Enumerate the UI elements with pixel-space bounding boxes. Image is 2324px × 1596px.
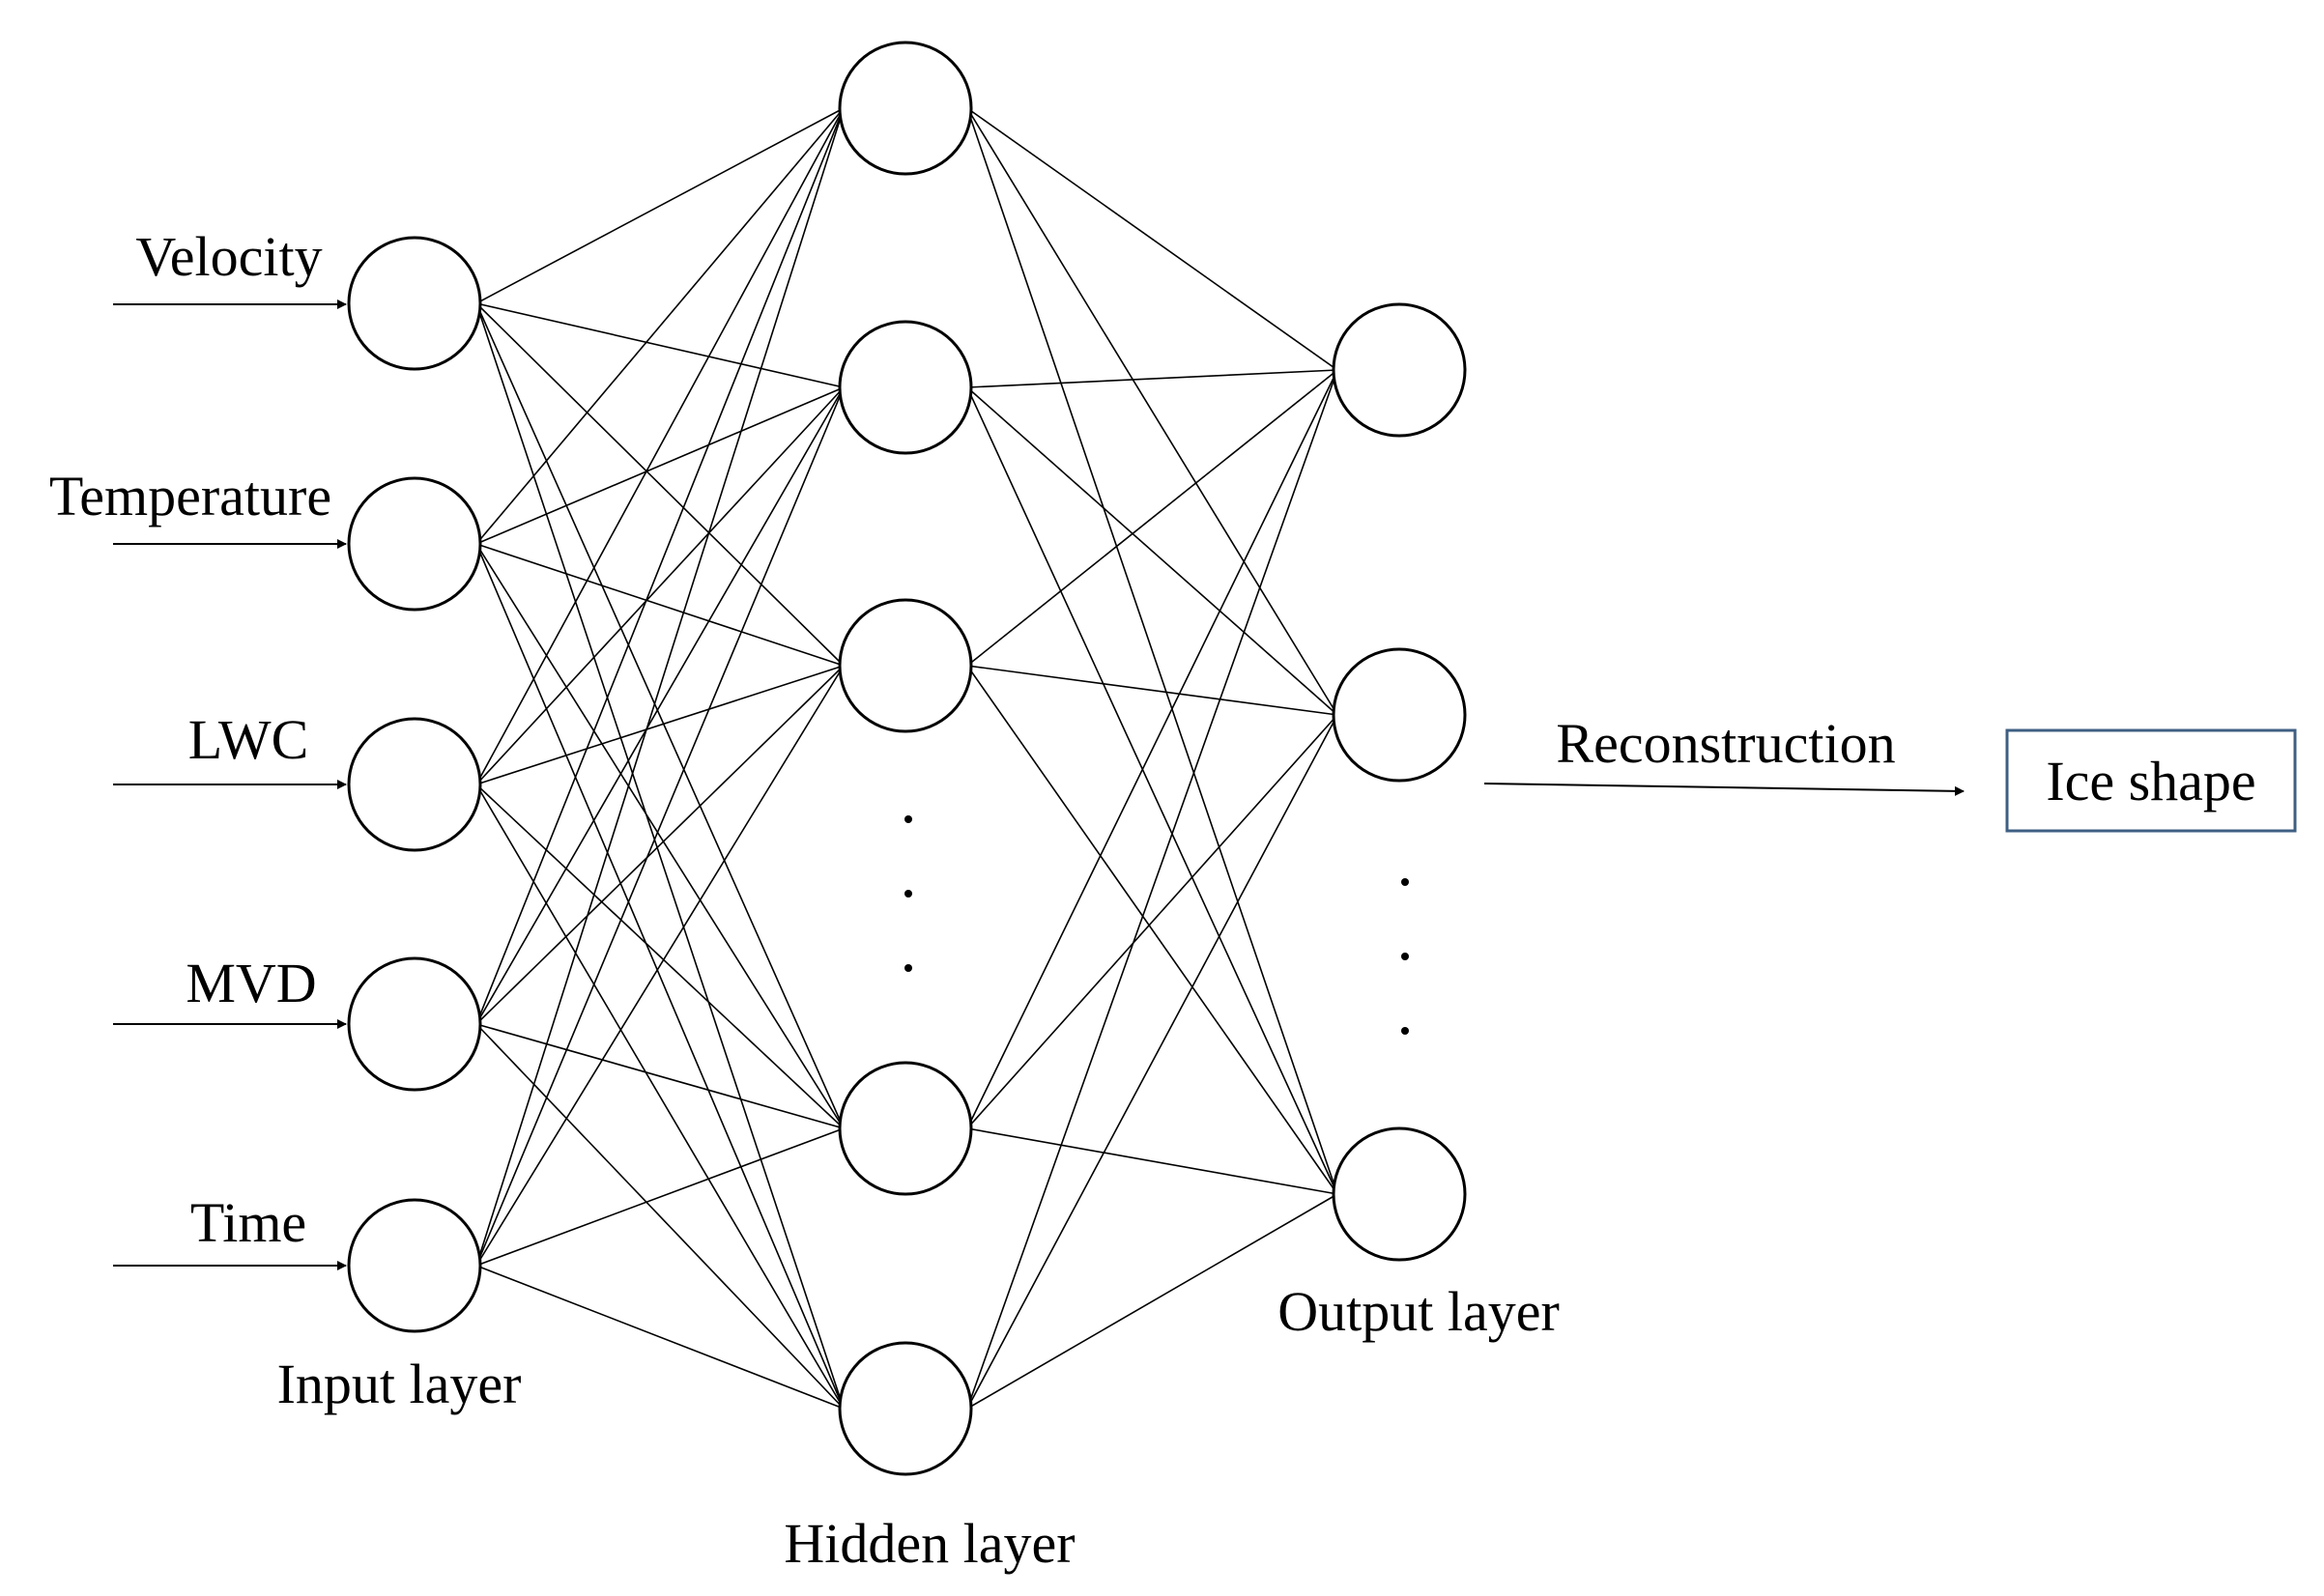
connection-line bbox=[966, 665, 1338, 716]
input-node bbox=[347, 956, 482, 1092]
connection-line bbox=[966, 386, 1338, 1195]
ellipsis-dot bbox=[904, 890, 912, 898]
input-layer bbox=[347, 236, 482, 1333]
connection-line bbox=[475, 302, 845, 667]
connection-line bbox=[475, 543, 845, 1410]
input-node bbox=[347, 476, 482, 612]
input-labels: Velocity Temperature LWC MVD Time bbox=[49, 225, 331, 1254]
connection-line bbox=[475, 543, 845, 1129]
input-label-mvd: MVD bbox=[186, 952, 316, 1014]
connection-line bbox=[475, 107, 845, 304]
connection-line bbox=[475, 107, 845, 545]
reconstruction-arrow bbox=[1483, 783, 1965, 796]
input-arrows bbox=[113, 299, 347, 1270]
ellipsis-dot bbox=[1401, 1027, 1409, 1035]
connection-line bbox=[966, 1193, 1338, 1410]
hidden-layer-label: Hidden layer bbox=[784, 1512, 1075, 1575]
output-layer bbox=[1332, 302, 1467, 1262]
output-layer-label: Output layer bbox=[1277, 1280, 1560, 1343]
connection-line bbox=[966, 107, 1338, 1195]
connection-line bbox=[475, 1023, 845, 1410]
hidden-ellipsis bbox=[904, 815, 912, 972]
hidden-node bbox=[838, 320, 973, 455]
connection-line bbox=[475, 1127, 845, 1267]
input-node bbox=[347, 236, 482, 371]
connection-line bbox=[475, 665, 845, 1267]
input-node bbox=[347, 717, 482, 852]
connection-line bbox=[966, 107, 1338, 371]
hidden-node bbox=[838, 41, 973, 176]
input-label-velocity: Velocity bbox=[135, 225, 322, 288]
input-label-time: Time bbox=[190, 1191, 306, 1254]
connection-line bbox=[475, 302, 845, 1129]
output-node bbox=[1332, 647, 1467, 783]
connections bbox=[475, 107, 1338, 1410]
connection-line bbox=[475, 107, 845, 785]
connection-line bbox=[966, 107, 1338, 716]
ellipsis-dot bbox=[904, 964, 912, 972]
connection-line bbox=[475, 386, 845, 1025]
connection-line bbox=[966, 1127, 1338, 1195]
connection-line bbox=[475, 107, 845, 1267]
connection-line bbox=[966, 369, 1338, 667]
connection-line bbox=[475, 665, 845, 1025]
output-node bbox=[1332, 302, 1467, 438]
input-layer-label: Input layer bbox=[277, 1353, 522, 1415]
hidden-node bbox=[838, 1341, 973, 1476]
connection-line bbox=[475, 386, 845, 785]
output-ellipsis bbox=[1401, 878, 1409, 1035]
connection-line bbox=[966, 369, 1338, 388]
connection-line bbox=[475, 784, 845, 1410]
connection-line bbox=[966, 386, 1338, 716]
connection-line bbox=[475, 543, 845, 667]
ice-shape-label: Ice shape bbox=[2046, 750, 2255, 812]
connection-line bbox=[966, 714, 1338, 1129]
hidden-node bbox=[838, 598, 973, 733]
connection-line bbox=[475, 1265, 845, 1410]
ellipsis-dot bbox=[904, 815, 912, 823]
connection-line bbox=[475, 665, 845, 785]
connection-line bbox=[475, 302, 845, 1410]
connection-line bbox=[475, 386, 845, 1267]
connection-line bbox=[475, 1023, 845, 1129]
connection-line bbox=[475, 302, 845, 388]
connection-line bbox=[475, 784, 845, 1129]
input-label-temperature: Temperature bbox=[49, 465, 331, 527]
input-label-lwc: LWC bbox=[188, 708, 309, 771]
reconstruction-label: Reconstruction bbox=[1556, 712, 1895, 775]
connection-line bbox=[475, 107, 845, 1025]
connection-line bbox=[966, 369, 1338, 1410]
input-node bbox=[347, 1198, 482, 1333]
output-node bbox=[1332, 1126, 1467, 1262]
connection-line bbox=[966, 714, 1338, 1410]
connection-line bbox=[475, 386, 845, 545]
ice-shape-box bbox=[2005, 728, 2297, 833]
hidden-node bbox=[838, 1061, 973, 1196]
ellipsis-dot bbox=[1401, 953, 1409, 960]
hidden-layer bbox=[838, 41, 973, 1476]
ellipsis-dot bbox=[1401, 878, 1409, 886]
connection-line bbox=[966, 369, 1338, 1129]
connection-line bbox=[966, 665, 1338, 1195]
